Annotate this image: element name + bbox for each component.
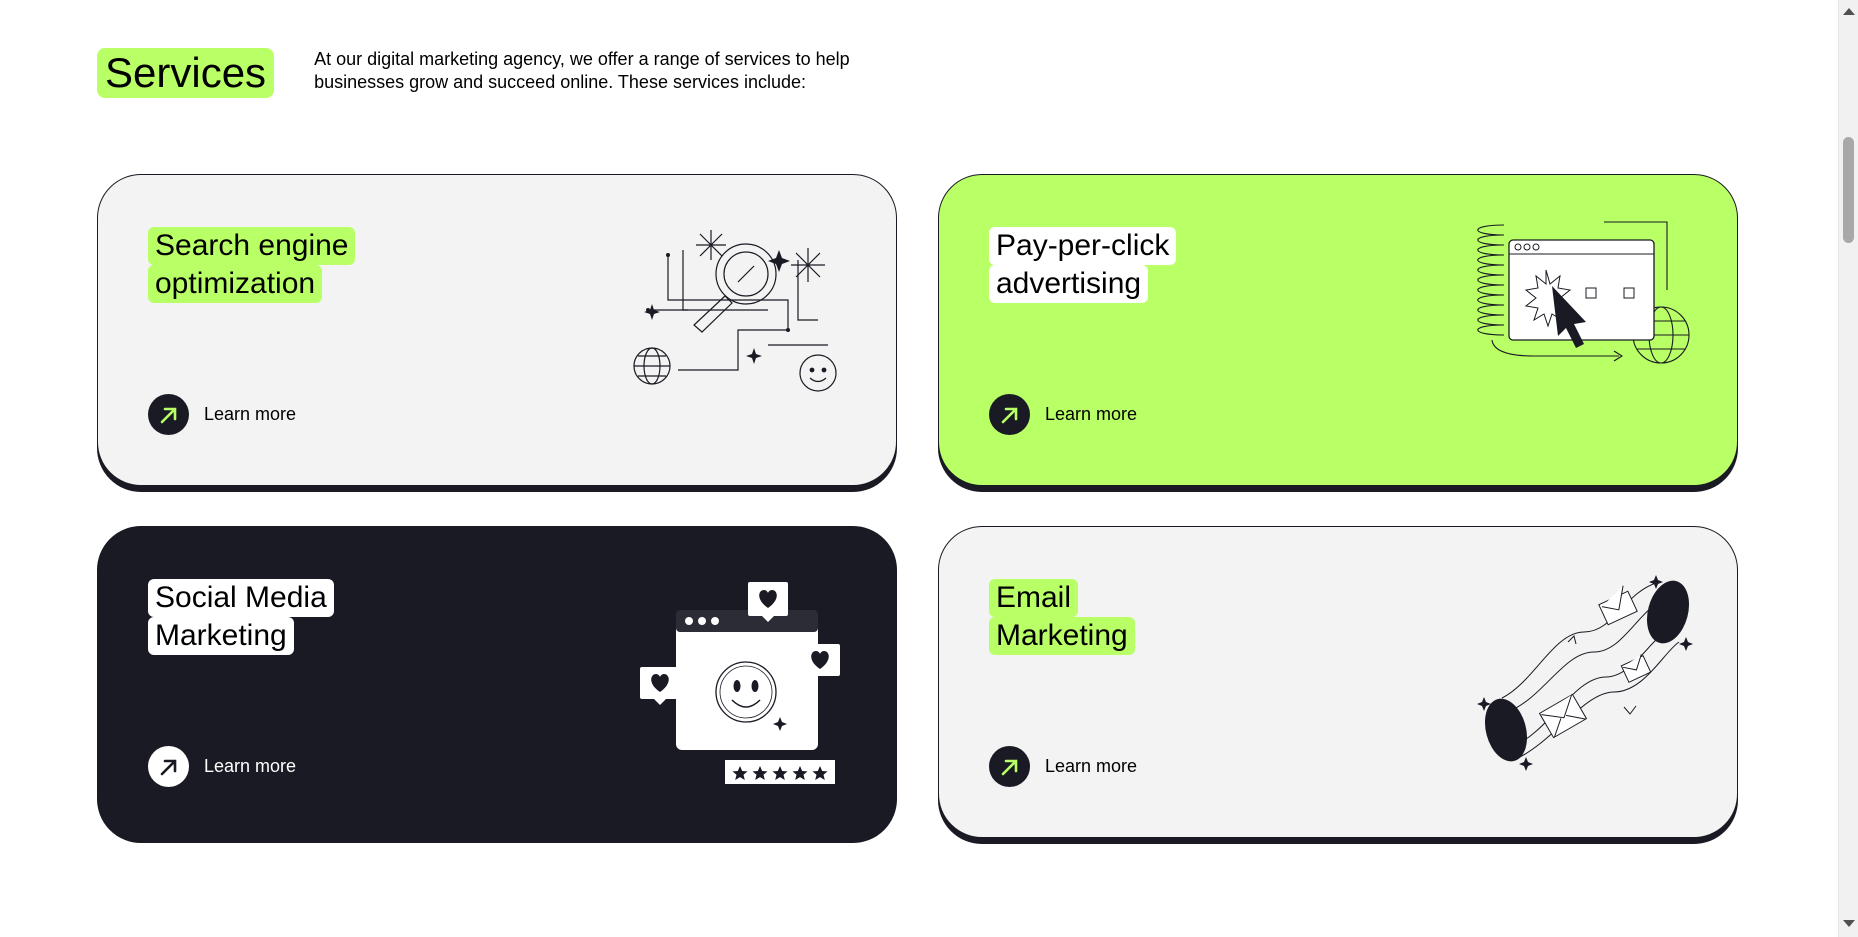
learn-more-link[interactable]: Learn more: [148, 394, 296, 435]
scroll-down-icon[interactable]: [1843, 920, 1855, 927]
section-intro: At our digital marketing agency, we offe…: [314, 49, 850, 92]
scrollbar-thumb[interactable]: [1843, 137, 1854, 243]
email-tunnel-envelopes-illustration: [1477, 575, 1693, 771]
ppc-browser-cursor-illustration: [1477, 221, 1690, 364]
learn-more-label[interactable]: Learn more: [1045, 756, 1138, 776]
service-card-email: Email Marketing Learn more: [938, 526, 1738, 838]
card-heading: Pay-per-click advertising: [989, 227, 1177, 303]
card-title-line: Marketing: [989, 617, 1135, 655]
service-card-social: Social Media Marketing Learn more: [97, 526, 897, 843]
card-heading: Search engine optimization: [148, 227, 356, 303]
learn-more-label[interactable]: Learn more: [204, 404, 297, 424]
service-card-seo: Search engine optimization Learn more: [97, 174, 897, 486]
section-title: Services: [97, 48, 275, 98]
learn-more-link[interactable]: Learn more: [989, 394, 1137, 435]
card-title-line: Email: [989, 579, 1079, 617]
services-header: Services At our digital marketing agency…: [97, 48, 874, 98]
service-card-ppc: Pay-per-click advertising Learn more: [938, 174, 1738, 486]
card-title-line: optimization: [148, 265, 323, 303]
arrow-icon[interactable]: [148, 746, 189, 787]
arrow-icon[interactable]: [989, 394, 1030, 435]
learn-more-label[interactable]: Learn more: [1045, 404, 1138, 424]
learn-more-label[interactable]: Learn more: [204, 756, 297, 776]
card-title-line: Marketing: [148, 617, 294, 655]
arrow-icon[interactable]: [148, 394, 189, 435]
learn-more-link[interactable]: Learn more: [148, 746, 296, 787]
social-smiley-hearts-illustration: [640, 582, 840, 784]
card-title-line: Pay-per-click: [989, 227, 1177, 265]
card-heading: Email Marketing: [989, 579, 1135, 655]
arrow-icon[interactable]: [989, 746, 1030, 787]
scroll-up-icon[interactable]: [1843, 8, 1855, 15]
card-title-line: Social Media: [148, 579, 334, 617]
vertical-scrollbar[interactable]: [1838, 0, 1858, 937]
learn-more-link[interactable]: Learn more: [989, 746, 1137, 787]
card-heading: Social Media Marketing: [148, 579, 334, 655]
seo-magnifier-illustration: [633, 230, 837, 392]
card-title-line: advertising: [989, 265, 1149, 303]
card-title-line: Search engine: [148, 227, 356, 265]
